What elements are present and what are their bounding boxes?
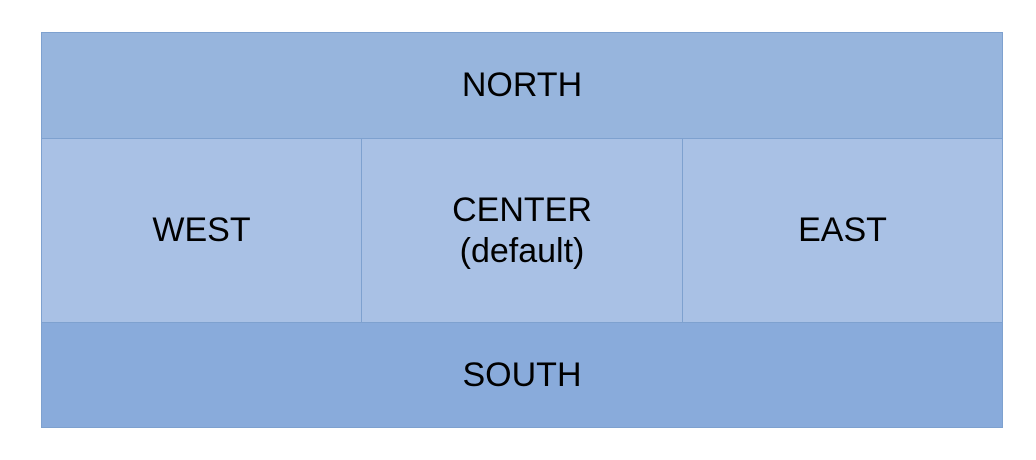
- west-region: WEST: [42, 139, 362, 322]
- center-region: CENTER (default): [362, 139, 683, 322]
- east-label: EAST: [798, 211, 887, 250]
- south-region: SOUTH: [42, 322, 1002, 427]
- north-label: NORTH: [461, 66, 583, 105]
- border-layout-diagram: NORTH WEST CENTER (default) EAST SOUTH: [41, 32, 1003, 428]
- east-region: EAST: [683, 139, 1002, 322]
- west-label: WEST: [152, 211, 251, 250]
- north-region: NORTH: [42, 33, 1002, 139]
- south-label: SOUTH: [462, 355, 582, 394]
- center-default-label: (default): [459, 231, 585, 270]
- center-label: CENTER: [452, 190, 592, 229]
- center-label-stack: CENTER (default): [452, 190, 592, 272]
